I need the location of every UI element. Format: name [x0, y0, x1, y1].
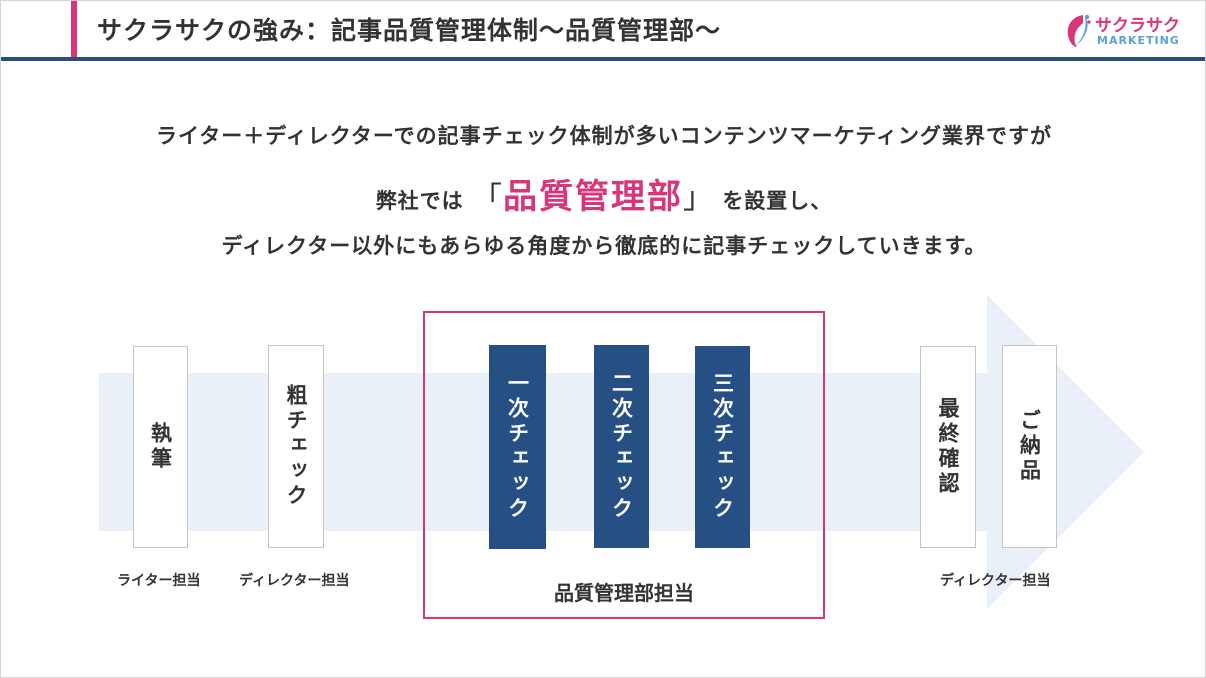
header-rule: [1, 57, 1205, 61]
caption-director: ディレクター担当: [239, 573, 350, 589]
step-label: 最終確認: [936, 397, 960, 497]
open-bracket: 「: [472, 181, 503, 216]
caption-quality-department: 品質管理部担当: [554, 581, 694, 605]
header: サクラサクの強み：記事品質管理体制～品質管理部～ サクラサク MARKETING: [1, 1, 1205, 61]
message-line-3: ディレクター以外にもあらゆる角度から徹底的に記事チェックしていきます。: [221, 234, 987, 258]
step-label: 二次チェック: [609, 371, 634, 522]
step-delivery: ご納品: [1002, 345, 1057, 548]
step-label: ご納品: [1017, 409, 1042, 484]
close-bracket: 」: [683, 181, 714, 216]
quality-department-frame: [423, 311, 825, 619]
caption-director-final: ディレクター担当: [940, 573, 1051, 589]
message-line-2-prefix: 弊社では: [375, 189, 464, 213]
message-line-2: 弊社では 「品質管理部」 を設置し、: [1, 169, 1205, 218]
sakura-saku-logo-icon: [1067, 14, 1091, 47]
step-third-check: 三次チェック: [695, 346, 750, 548]
logo: サクラサク MARKETING: [1061, 9, 1191, 51]
step-first-check: 一次チェック: [489, 345, 546, 549]
step-label: 一次チェック: [505, 372, 530, 522]
step-second-check: 二次チェック: [594, 345, 649, 548]
caption-writer: ライター担当: [117, 573, 201, 589]
message-line-1: ライター＋ディレクターでの記事チェック体制が多いコンテンツマーケティング業界です…: [156, 124, 1052, 148]
page-title: サクラサクの強み：記事品質管理体制～品質管理部～: [97, 16, 722, 45]
step-label: 三次チェック: [710, 372, 735, 522]
step-label: 執筆: [148, 422, 173, 472]
step-label: 粗チェック: [284, 384, 308, 509]
step-writing: 執筆: [133, 346, 188, 548]
highlight-quality-department: 品質管理部: [503, 177, 683, 217]
logo-name: サクラサク: [1095, 16, 1180, 36]
step-rough-check: 粗チェック: [268, 345, 324, 548]
header-accent-bar: [71, 1, 77, 58]
step-final-review: 最終確認: [920, 346, 976, 548]
logo-subtitle: MARKETING: [1097, 34, 1180, 47]
message-line-2-suffix: を設置し、: [722, 189, 833, 213]
